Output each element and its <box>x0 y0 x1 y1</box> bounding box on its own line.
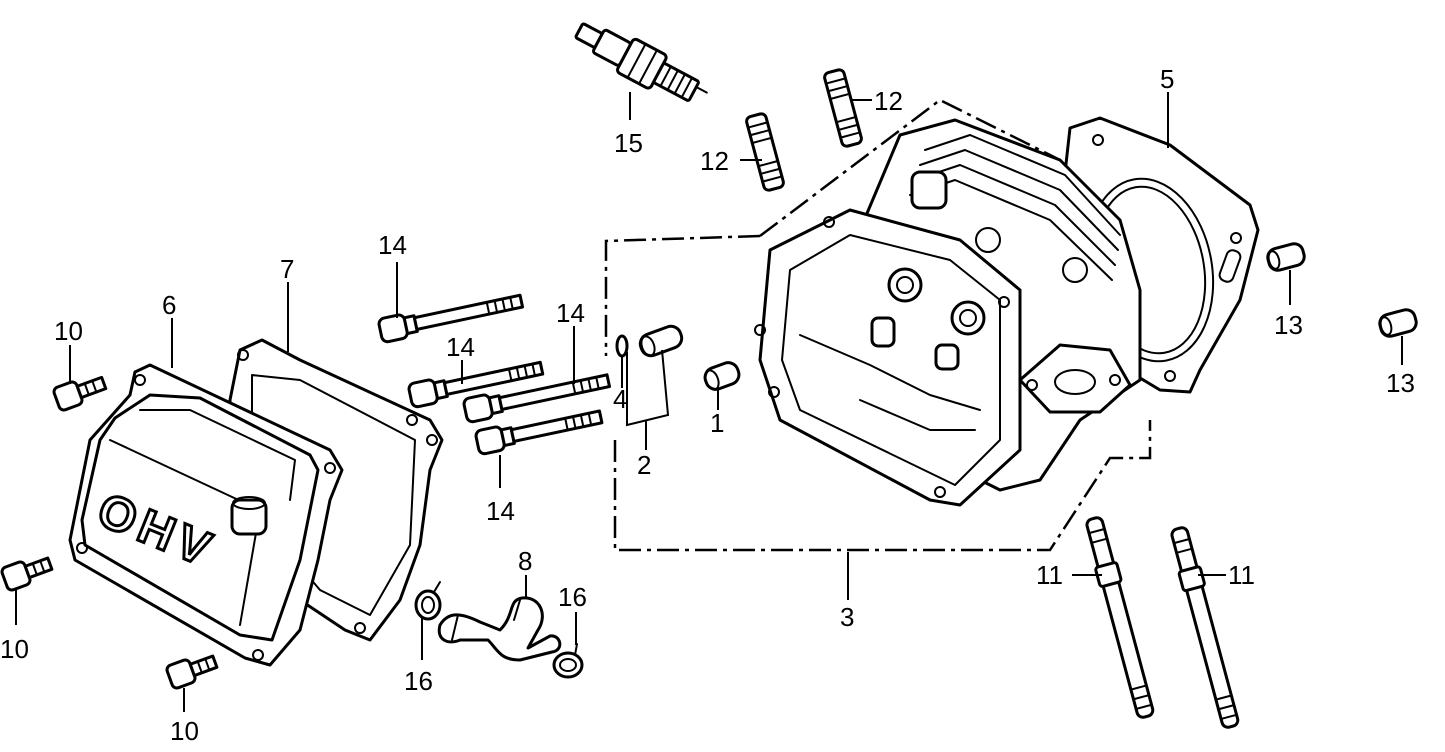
callout-10b: 10 <box>0 634 29 664</box>
callout-7: 7 <box>280 254 294 284</box>
callout-16b: 16 <box>558 582 587 612</box>
callout-13b: 13 <box>1386 368 1415 398</box>
callout-10c: 10 <box>170 716 199 746</box>
cover-bolt-10-bottom <box>165 654 219 690</box>
callout-14d: 14 <box>486 496 515 526</box>
callout-14c: 14 <box>556 298 585 328</box>
callout-3: 3 <box>840 602 854 632</box>
cylinder-head-assembly-bracket <box>604 98 1152 552</box>
bolt-14-top <box>377 293 525 344</box>
callout-4: 4 <box>613 384 627 414</box>
pushrod-11-left <box>1085 516 1155 719</box>
bolt-14-mid-right <box>462 373 611 424</box>
hose-clip-16-right <box>552 643 584 679</box>
callout-5: 5 <box>1160 64 1174 94</box>
callout-1: 1 <box>710 408 724 438</box>
collar-13-upper <box>1266 242 1306 272</box>
callout-12b: 12 <box>700 146 729 176</box>
breather-tube <box>437 596 562 662</box>
o-ring-4 <box>615 334 629 358</box>
bolt-14-bottom <box>474 409 604 456</box>
callout-11b: 11 <box>1228 560 1255 590</box>
callout-6: 6 <box>162 290 176 320</box>
callout-12a: 12 <box>874 86 903 116</box>
cylinder-head <box>754 118 1142 507</box>
valve-cover: OHV <box>68 363 344 667</box>
callout-8: 8 <box>518 546 532 576</box>
callout-10a: 10 <box>54 316 83 346</box>
pushrod-11-right <box>1170 526 1240 729</box>
bolt-14-mid-left <box>407 360 545 409</box>
collar-13-right <box>1378 308 1418 338</box>
cover-bolt-10-upper <box>52 375 108 412</box>
dowel-pin-1 <box>703 361 741 391</box>
callout-14a: 14 <box>378 230 407 260</box>
leader-2-4 <box>621 349 670 450</box>
callout-11a: 11 <box>1036 560 1063 590</box>
callout-16a: 16 <box>404 666 433 696</box>
callout-2: 2 <box>637 450 651 480</box>
hose-clip-16-left <box>414 581 442 621</box>
spark-plug <box>574 22 708 102</box>
dowel-pin-2 <box>638 324 684 358</box>
callout-labels: 1 2 3 4 5 6 7 8 10 10 10 11 11 12 12 13 … <box>0 64 1415 746</box>
callout-14b: 14 <box>446 332 475 362</box>
callout-13a: 13 <box>1274 310 1303 340</box>
stud-short-upper <box>823 68 863 148</box>
stud-short-lower <box>745 112 785 192</box>
cover-bolt-10-left <box>0 556 54 592</box>
callout-15: 15 <box>614 128 643 158</box>
